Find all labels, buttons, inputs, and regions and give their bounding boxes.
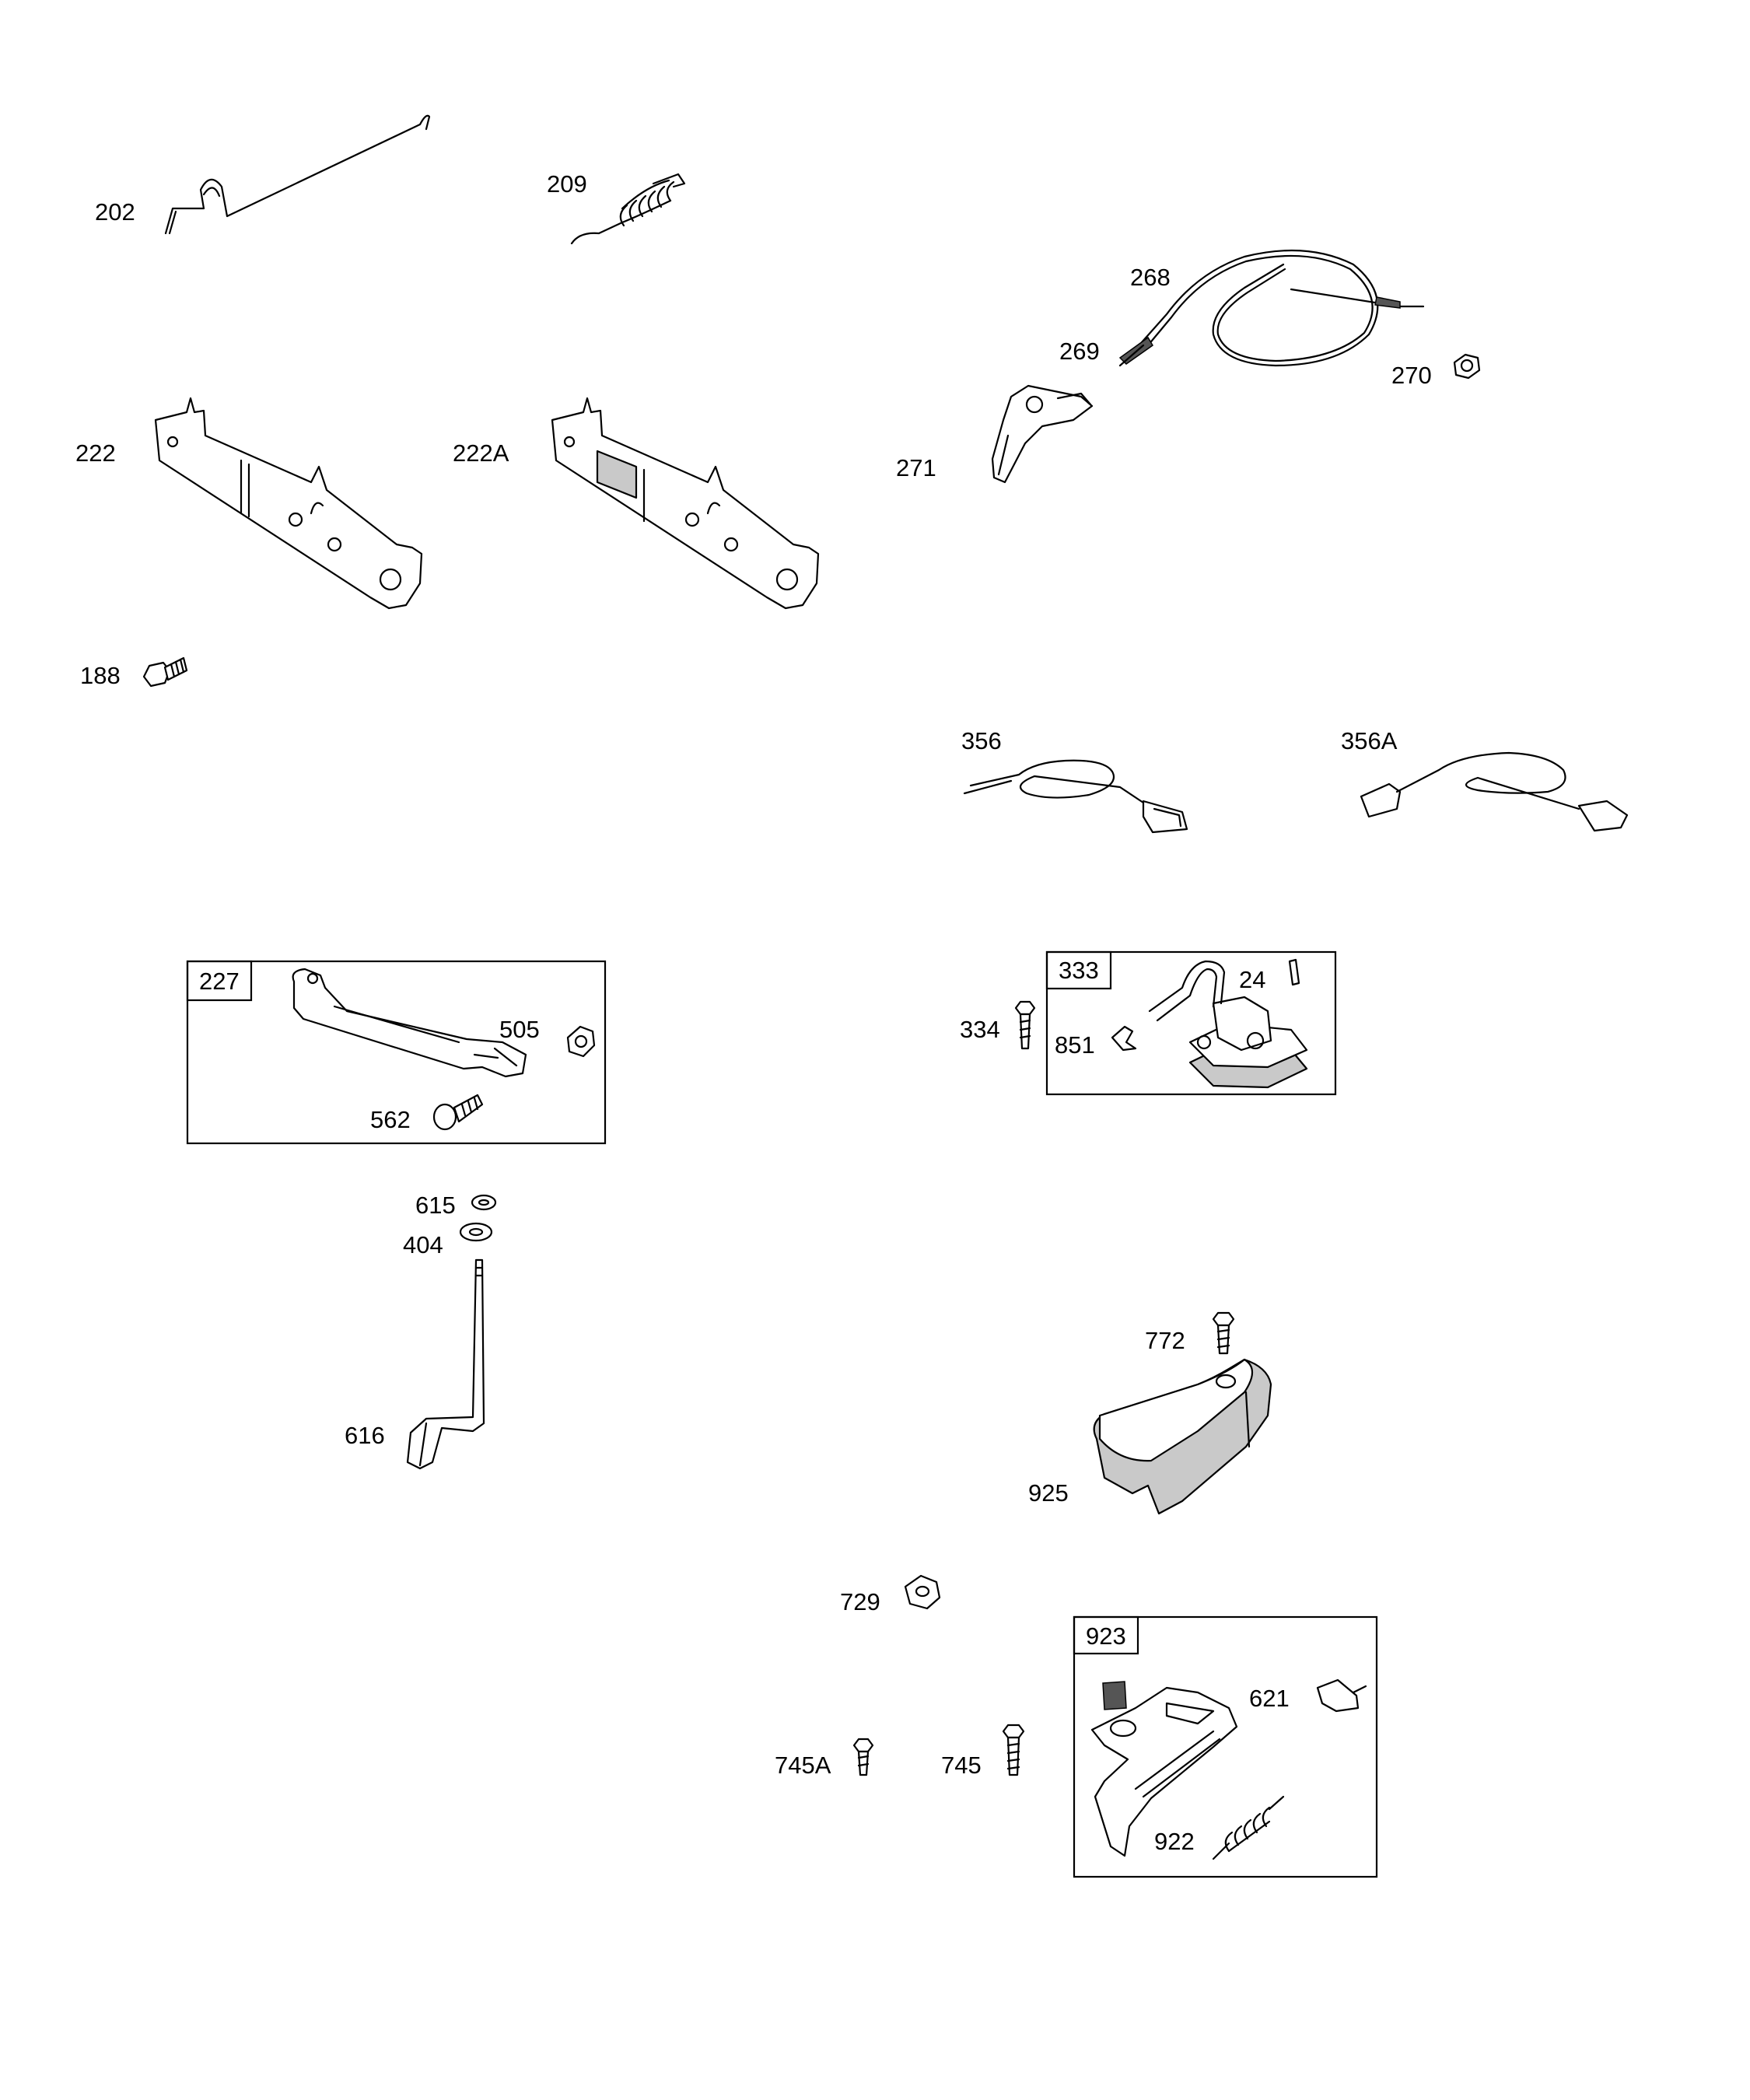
label-745A: 745A <box>775 1752 831 1779</box>
part-356A-wire[interactable] <box>1360 751 1629 832</box>
label-729: 729 <box>840 1588 880 1615</box>
part-269-cable-end[interactable] <box>1118 344 1145 367</box>
part-270-nut[interactable] <box>1453 353 1481 380</box>
group-box-333 <box>1045 950 1337 1096</box>
label-772: 772 <box>1145 1327 1185 1354</box>
label-356A: 356A <box>1341 727 1398 754</box>
part-925-cover[interactable] <box>1093 1358 1272 1515</box>
part-222-bracket[interactable] <box>154 397 423 610</box>
label-270: 270 <box>1391 362 1432 389</box>
label-851: 851 <box>1055 1031 1095 1059</box>
label-222: 222 <box>75 439 116 467</box>
part-209-spring[interactable] <box>570 173 686 245</box>
part-772-screw[interactable] <box>1212 1311 1235 1355</box>
label-24: 24 <box>1239 966 1265 993</box>
label-621: 621 <box>1249 1685 1290 1712</box>
group-box-333-tag <box>1045 950 1112 990</box>
part-616-shaft[interactable] <box>406 1258 485 1470</box>
group-box-227-tag <box>186 960 253 1002</box>
part-745-screw[interactable] <box>1002 1724 1025 1776</box>
label-562: 562 <box>370 1106 411 1133</box>
part-222A-bracket[interactable] <box>551 397 820 610</box>
label-356: 356 <box>961 727 1002 754</box>
label-333: 333 <box>1059 957 1099 984</box>
group-box-923-tag <box>1073 1615 1139 1655</box>
label-505: 505 <box>499 1016 540 1043</box>
part-333-armature[interactable] <box>1148 960 1308 1089</box>
label-227: 227 <box>199 968 240 995</box>
label-222A: 222A <box>453 439 509 467</box>
label-616: 616 <box>345 1422 385 1449</box>
part-188-bolt[interactable] <box>142 656 188 688</box>
label-334: 334 <box>960 1016 1000 1043</box>
part-505-nut[interactable] <box>566 1025 596 1058</box>
part-271-control-bracket[interactable] <box>991 384 1094 484</box>
label-268: 268 <box>1130 264 1171 291</box>
part-851-clip[interactable] <box>1111 1025 1137 1052</box>
label-745: 745 <box>941 1752 982 1779</box>
label-271: 271 <box>896 454 936 481</box>
label-209: 209 <box>547 170 587 198</box>
label-922: 922 <box>1154 1828 1195 1855</box>
label-188: 188 <box>80 662 121 689</box>
part-24-key[interactable] <box>1288 958 1300 986</box>
label-269: 269 <box>1059 338 1100 365</box>
label-923: 923 <box>1086 1622 1126 1650</box>
part-404-washer[interactable] <box>459 1222 493 1242</box>
part-227-lever[interactable] <box>292 968 527 1078</box>
part-621-clip[interactable] <box>1316 1678 1367 1713</box>
group-box-923 <box>1073 1615 1378 1878</box>
part-202-linkage-rod[interactable] <box>164 114 431 235</box>
label-925: 925 <box>1028 1479 1069 1507</box>
group-box-227 <box>186 960 607 1145</box>
part-745A-screw[interactable] <box>852 1738 874 1776</box>
label-404: 404 <box>403 1231 443 1258</box>
part-562-screw[interactable] <box>432 1094 484 1131</box>
part-922-spring[interactable] <box>1212 1795 1285 1860</box>
label-202: 202 <box>95 198 135 226</box>
part-356-ground-wire[interactable] <box>963 759 1188 834</box>
part-923-governor-bracket[interactable] <box>1090 1681 1238 1857</box>
part-729-clamp[interactable] <box>904 1574 941 1610</box>
label-615: 615 <box>415 1192 456 1219</box>
part-334-screw[interactable] <box>1014 1000 1036 1050</box>
part-615-retainer[interactable] <box>471 1194 497 1211</box>
